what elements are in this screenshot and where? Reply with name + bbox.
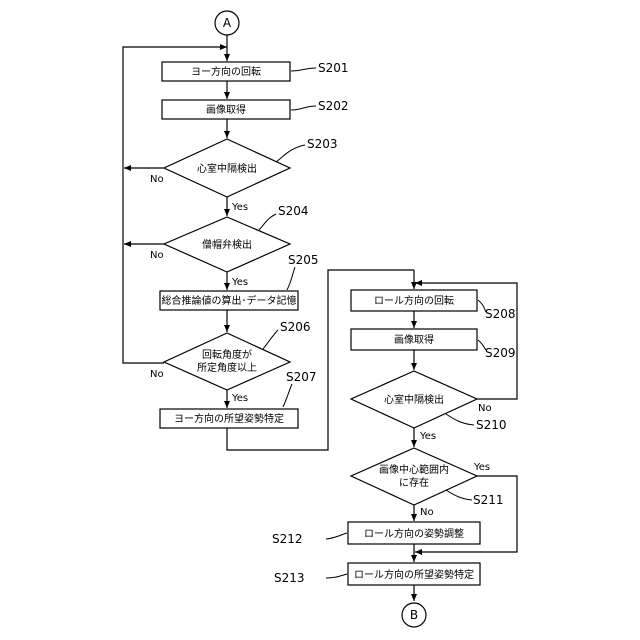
step-s207-text: ヨー方向の所望姿勢特定 (174, 412, 284, 425)
connector-b: B (402, 603, 426, 627)
decision-s206-text-line1: 回転角度が (202, 348, 252, 361)
label-s204: S204 (278, 204, 309, 218)
label-s212: S212 (272, 532, 303, 546)
yes-label-s211: Yes (473, 462, 490, 473)
step-s209: 画像取得 (351, 329, 477, 350)
step-s207: ヨー方向の所望姿勢特定 (160, 409, 298, 428)
step-labels: S201 S202 S203 S204 S205 S206 S207 S208 … (259, 61, 516, 585)
step-s212: ロール方向の姿勢調整 (348, 522, 480, 544)
decision-s211-text-line1: 画像中心範囲内 (379, 463, 449, 476)
step-s208-text: ロール方向の回転 (374, 294, 454, 307)
step-s209-text: 画像取得 (394, 334, 434, 346)
step-s205: 総合推論値の算出･データ記憶 (160, 291, 298, 310)
no-label-s203: No (150, 174, 164, 185)
step-s205-text: 総合推論値の算出･データ記憶 (162, 294, 297, 307)
step-s213: ロール方向の所望姿勢特定 (348, 563, 480, 585)
yes-label-s204: Yes (231, 277, 248, 288)
connector-a-label: A (223, 16, 232, 30)
no-label-s211: No (420, 507, 434, 518)
decision-s204: 僧帽弁検出 (164, 217, 290, 272)
label-s206: S206 (280, 320, 311, 334)
decision-s210-text: 心室中隔検出 (384, 393, 444, 406)
yes-label-s203: Yes (231, 202, 248, 213)
label-s211: S211 (473, 493, 504, 507)
yes-label-s210: Yes (419, 431, 436, 442)
step-s202: 画像取得 (162, 100, 290, 119)
no-label-s204: No (150, 250, 164, 261)
label-s203: S203 (307, 137, 338, 151)
connector-a: A (215, 11, 239, 35)
decision-s206: 回転角度が 所定角度以上 (164, 333, 290, 390)
decision-s211-text-line2: に存在 (399, 476, 429, 489)
step-s202-text: 画像取得 (206, 104, 246, 116)
no-label-s210: No (478, 403, 492, 414)
label-s205: S205 (288, 253, 319, 267)
step-s201-text: ヨー方向の回転 (191, 65, 261, 78)
connector-b-label: B (410, 608, 418, 622)
label-s213: S213 (274, 571, 305, 585)
decision-s210: 心室中隔検出 (351, 371, 477, 428)
no-label-s206: No (150, 369, 164, 380)
decision-s204-text: 僧帽弁検出 (202, 238, 252, 251)
label-s209: S209 (485, 346, 516, 360)
label-s202: S202 (318, 99, 349, 113)
step-s201: ヨー方向の回転 (162, 62, 290, 81)
decision-s203-text: 心室中隔検出 (197, 162, 257, 175)
label-s201: S201 (318, 61, 349, 75)
label-s210: S210 (476, 418, 507, 432)
step-s208: ロール方向の回転 (351, 290, 477, 311)
yes-label-s206: Yes (231, 393, 248, 404)
decision-s203: 心室中隔検出 (164, 139, 290, 197)
step-s212-text: ロール方向の姿勢調整 (364, 527, 464, 540)
step-s213-text: ロール方向の所望姿勢特定 (354, 568, 474, 581)
label-s208: S208 (485, 307, 516, 321)
label-s207: S207 (286, 370, 317, 384)
decision-s206-text-line2: 所定角度以上 (197, 361, 257, 374)
